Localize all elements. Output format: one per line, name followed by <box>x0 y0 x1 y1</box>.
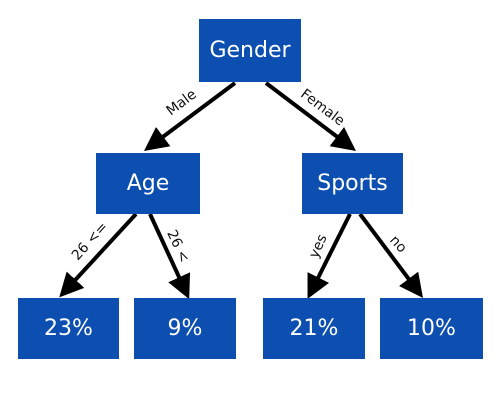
edge-age-leaf1 <box>59 212 138 298</box>
edge-sports-leaf4 <box>358 212 423 298</box>
edge-gender-sports <box>264 81 356 152</box>
edge-label-age-gt: 26 < <box>163 228 192 266</box>
leaf-value-1: 23% <box>44 316 93 341</box>
edge-label-age-le: 26 <= <box>69 219 111 264</box>
node-gender-label: Gender <box>209 38 291 63</box>
leaf-value-2: 9% <box>167 316 203 341</box>
leaf-node-4: 10% <box>380 298 483 359</box>
node-age-label: Age <box>126 171 170 196</box>
node-age: Age <box>96 153 200 214</box>
edge-sports-leaf3 <box>307 213 352 299</box>
edge-age-leaf2 <box>148 213 191 300</box>
node-gender: Gender <box>199 19 301 82</box>
leaf-value-4: 10% <box>407 316 456 341</box>
node-sports: Sports <box>302 153 403 214</box>
leaf-node-3: 21% <box>263 298 365 359</box>
leaf-value-3: 21% <box>289 316 339 341</box>
leaf-node-1: 23% <box>18 298 119 359</box>
edge-gender-age <box>143 81 237 151</box>
edge-label-female: Female <box>297 86 347 129</box>
node-sports-label: Sports <box>317 171 388 196</box>
leaf-node-2: 9% <box>134 298 236 359</box>
